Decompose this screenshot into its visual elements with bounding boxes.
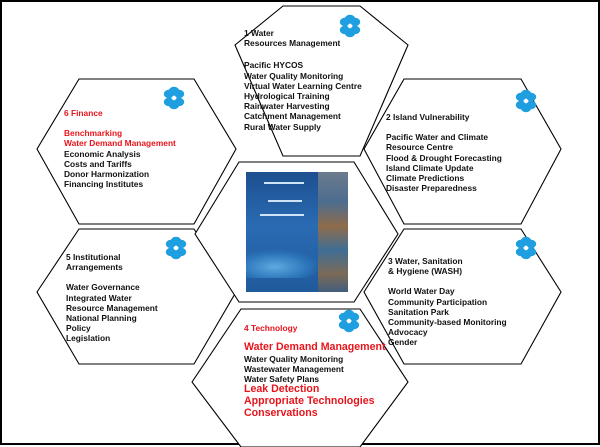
list-item: Integrated Water	[66, 292, 132, 303]
wash-title: 3 Water, Sanitation & Hygiene (WASH)	[388, 256, 463, 277]
list-item: Pacific Water and Climate	[386, 132, 489, 143]
list-item: Pacific HYCOS	[244, 60, 304, 71]
list-item: Rural Water Supply	[244, 121, 321, 132]
flower-icon	[163, 86, 185, 110]
hexagon-island-vulnerability	[363, 78, 562, 225]
list-item: Water Safety Plans	[244, 374, 320, 385]
list-item: Disaster Preparedness	[386, 183, 477, 194]
list-item: Legislation	[66, 333, 111, 344]
list-item: Leak Detection	[244, 383, 320, 396]
list-item: Resource Management	[66, 302, 158, 313]
island-vulnerability-list: Pacific Water and Climate Resource Centr…	[386, 132, 502, 193]
water-resources-title: 1 Water Resources Management	[244, 28, 341, 49]
technology-title: 4 Technology	[244, 323, 298, 333]
list-item: Virtual Water Learning Centre	[244, 80, 362, 91]
list-item: Hydrological Training	[244, 91, 330, 102]
list-item: Water Demand Management	[64, 138, 176, 149]
island-vulnerability-title: 2 Island Vulnerability	[386, 112, 470, 122]
institutional-title: 5 Institutional Arrangements	[66, 252, 123, 273]
list-item: Wastewater Management	[244, 364, 344, 374]
flower-icon	[515, 89, 537, 113]
flower-icon	[338, 309, 360, 333]
finance-text: 6 Finance Benchmarking Water Demand Mana…	[64, 108, 176, 189]
list-item: Policy	[66, 323, 91, 334]
institutional-list: Water Governance Integrated Water Resour…	[66, 282, 158, 343]
flower-icon	[339, 14, 361, 38]
list-item: Water Governance	[66, 282, 140, 293]
water-resources-text: 1 Water Resources Management Pacific HYC…	[244, 28, 362, 132]
list-item: Community Participation	[388, 296, 488, 307]
list-item: Sanitation Park	[388, 306, 449, 317]
list-item: Resource Centre	[386, 142, 454, 153]
hexagon-wash	[363, 228, 562, 365]
finance-list: Benchmarking Water Demand Management Eco…	[64, 128, 176, 189]
list-item: National Planning	[66, 313, 137, 324]
island-vulnerability-text: 2 Island Vulnerability Pacific Water and…	[386, 112, 502, 193]
list-item: Community-based Monitoring	[388, 317, 507, 328]
hexagon-finance	[36, 78, 237, 225]
list-item: Climate Predictions	[386, 173, 465, 184]
water-resources-list: Pacific HYCOS Water Quality Monitoring V…	[244, 60, 362, 131]
list-item: Water Demand Management	[244, 341, 386, 354]
list-item: Economic Analysis	[64, 148, 141, 159]
list-item: World Water Day	[388, 286, 455, 297]
list-item: Catchment Management	[244, 111, 341, 122]
list-item: Conservations	[244, 406, 318, 419]
report-cover-image	[246, 172, 348, 292]
institutional-text: 5 Institutional Arrangements Water Gover…	[66, 252, 158, 344]
hexagon-technology	[191, 308, 409, 447]
list-item: Advocacy	[388, 327, 428, 338]
list-item: Benchmarking	[64, 128, 123, 139]
hexagon-water-resources	[234, 5, 409, 157]
flower-icon	[515, 236, 537, 260]
technology-list: Water Demand Management Water Quality Mo…	[244, 342, 385, 419]
list-item: Costs and Tariffs	[64, 158, 132, 169]
list-item: Donor Harmonization	[64, 169, 150, 180]
list-item: Island Climate Update	[386, 162, 474, 173]
list-item: Water Quality Monitoring	[244, 353, 344, 364]
list-item: Rainwater Harvesting	[244, 101, 330, 112]
list-item: Water Quality Monitoring	[244, 70, 344, 81]
list-item: Appropriate Technologies	[244, 395, 375, 407]
technology-text: 4 Technology Water Demand Management Wat…	[244, 323, 385, 419]
flower-icon	[165, 236, 187, 260]
finance-title: 6 Finance	[64, 108, 103, 118]
wash-text: 3 Water, Sanitation & Hygiene (WASH) Wor…	[388, 256, 507, 348]
list-item: Flood & Drought Forecasting	[386, 152, 502, 163]
wash-list: World Water Day Community Participation …	[388, 286, 507, 347]
list-item: Gender	[388, 337, 418, 348]
list-item: Financing Institutes	[64, 179, 144, 190]
